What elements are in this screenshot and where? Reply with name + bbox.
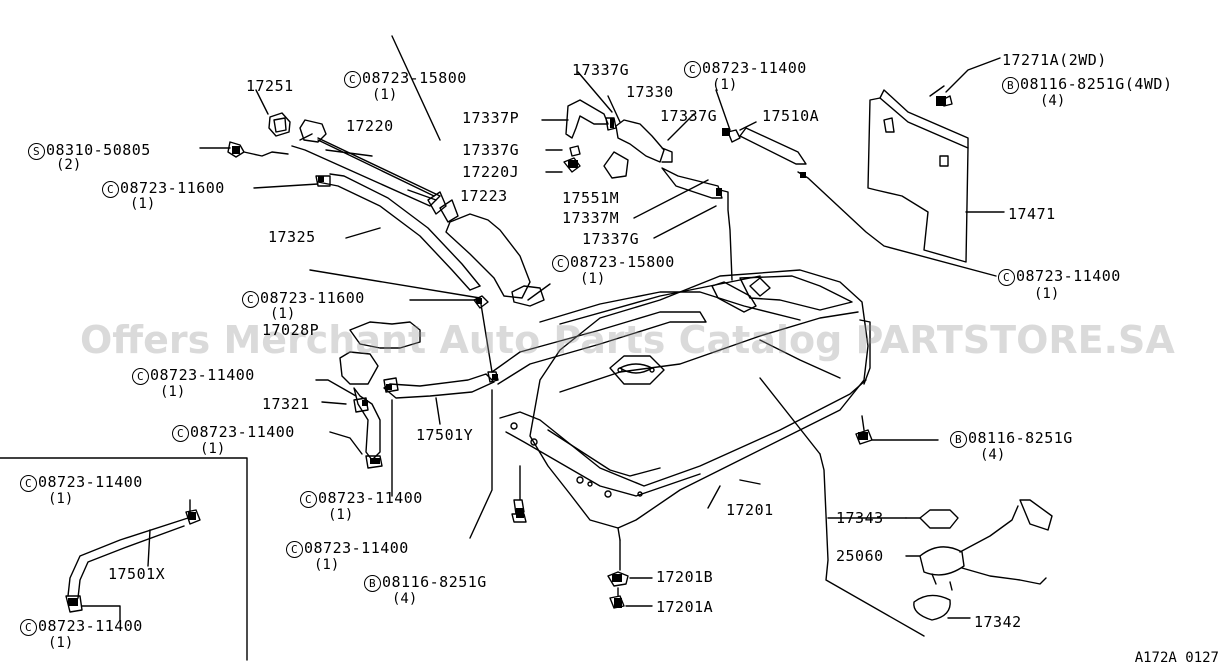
part-label-17343: 17343 [836,509,884,527]
qty-08116-8251G-c: (4) [980,447,1006,463]
qty-08723-11600-b: (1) [270,306,296,322]
part-label-17028P: 17028P [262,321,320,339]
prefix-c-icon: C [242,291,259,308]
prefix-s-icon: S [28,143,45,160]
part-label-17223: 17223 [460,187,508,205]
qty-08723-15800-b: (1) [580,271,606,287]
part-label-17471: 17471 [1008,205,1056,223]
part-label-17330: 17330 [626,83,674,101]
filler-neck-17220 [291,119,441,207]
qty-08723-11400-d: (1) [200,441,226,457]
part-label-17201: 17201 [726,501,774,519]
prefix-c-icon: C [552,255,569,272]
part-label-17510A: 17510A [762,107,820,125]
watermark: Offers Merchant Auto Parts Catalog PARTS… [80,318,1175,362]
hose-17501X [65,499,201,621]
pipe-17337P [541,99,609,139]
qty-08723-11400-c: (1) [160,384,186,400]
part-label-17337G-d: 17337G [582,230,640,248]
prefix-c-icon: C [300,491,317,508]
part-label-17321: 17321 [262,395,310,413]
cap-17251 [268,112,291,137]
part-label-17337G-c: 17337G [462,141,520,159]
qty-08310-50805: (2) [56,157,82,173]
prefix-c-icon: C [20,475,37,492]
cap-17343 [919,509,959,529]
qty-08723-15800-a: (1) [372,87,398,103]
qty-08723-11400-g: (1) [48,491,74,507]
inset-box [0,457,248,661]
fuel-tank-17201 [499,269,871,529]
qty-08723-11400-b: (1) [1034,286,1060,302]
qty-08116-8251G-a: (4) [1040,93,1066,109]
part-label-17337M: 17337M [562,209,620,227]
bolt-17201A [609,587,653,609]
part-label-17337G-b: 17337G [660,107,718,125]
part-label-17220: 17220 [346,117,394,135]
vent-17028P [315,321,421,469]
qty-08723-11400-f: (1) [314,557,340,573]
prefix-b-icon: B [1002,77,1019,94]
prefix-b-icon: B [364,575,381,592]
prefix-c-icon: C [172,425,189,442]
gasket-17342 [913,594,951,621]
part-label-17342: 17342 [974,613,1022,631]
part-label-17325: 17325 [268,228,316,246]
hose-17501Y [383,371,499,539]
diagram-code: A172A 0127 [1134,650,1219,666]
prefix-c-icon: C [132,368,149,385]
part-label-17271A: 17271A(2WD) [1002,51,1107,69]
nut-17201B [607,539,653,587]
vent-pipe [491,311,707,385]
part-label-17551M: 17551M [562,189,620,207]
prefix-c-icon: C [344,71,361,88]
qty-08723-11400-e: (1) [328,507,354,523]
part-label-17201A: 17201A [656,598,714,616]
part-label-25060: 25060 [836,547,884,565]
prefix-c-icon: C [102,181,119,198]
part-label-17201B: 17201B [656,568,714,586]
prefix-c-icon: C [684,61,701,78]
bolt-08116-c [855,415,939,445]
bolt-08310 [199,141,289,158]
part-label-17337G-a: 17337G [572,61,630,79]
qty-08723-11600-a: (1) [130,196,156,212]
part-label-17251: 17251 [246,77,294,95]
prefix-c-icon: C [20,619,37,636]
valve-17330 [615,119,673,163]
prefix-c-icon: C [998,269,1015,286]
part-label-17220J: 17220J [462,163,520,181]
part-label-17501X: 17501X [108,565,166,583]
qty-08116-8251G-b: (4) [392,591,418,607]
prefix-c-icon: C [286,541,303,558]
sender-unit [759,377,1053,637]
qty-08723-11400-a: (1) [712,77,738,93]
bracket-17471 [867,57,1005,263]
hose-17325 [315,173,481,291]
part-label-17501Y: 17501Y [416,426,474,444]
hose-17223 [445,213,531,299]
prefix-b-icon: B [950,431,967,448]
qty-08723-11400-h: (1) [48,635,74,651]
part-label-17337P: 17337P [462,109,520,127]
